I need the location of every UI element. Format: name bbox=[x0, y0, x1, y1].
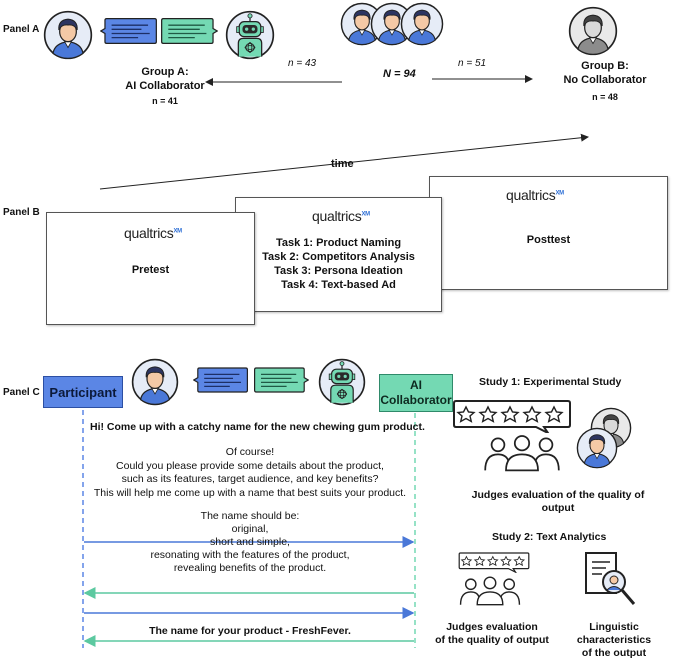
judges-group-icon bbox=[484, 435, 560, 472]
study1-caption: Judges evaluation of the quality of outp… bbox=[458, 489, 658, 515]
qualtrics-logo-mark: XM bbox=[361, 211, 370, 218]
task-item: Task 4: Text-based Ad bbox=[281, 279, 396, 291]
group-b-count: n = 48 bbox=[592, 92, 618, 102]
panel-c-label: Panel C bbox=[3, 387, 40, 398]
qualtrics-logo: qualtricsXM bbox=[506, 187, 564, 203]
participant-gray-avatar-icon bbox=[568, 6, 618, 56]
robot-icon bbox=[318, 358, 366, 406]
ai-collaborator-box: AI Collaborator bbox=[379, 374, 453, 412]
final-message: The name for your product - FreshFever. bbox=[149, 625, 351, 637]
posttest-card: qualtricsXM Posttest bbox=[429, 176, 668, 290]
right-arrow-count: n = 51 bbox=[458, 58, 487, 69]
ai-collaborator-line2: Collaborator bbox=[380, 393, 452, 407]
study1-caption-line1: Judges evaluation of the quality of bbox=[471, 489, 645, 501]
judges-group-icon bbox=[459, 576, 521, 606]
spec-line: The name should be: bbox=[200, 510, 300, 522]
ai-reply-line: Could you please provide some details ab… bbox=[116, 459, 384, 472]
participant-avatar-icon bbox=[43, 10, 93, 60]
ai-reply-line: This will help me come up with a name th… bbox=[93, 486, 407, 499]
study1-caption-line2: output bbox=[541, 502, 575, 514]
ai-collaborator-line1: AI bbox=[410, 378, 422, 392]
participant-avatar-icon bbox=[400, 2, 444, 46]
spec-line: original, bbox=[231, 523, 269, 535]
judge-avatar-icon bbox=[576, 427, 618, 469]
posttest-label: Posttest bbox=[526, 234, 571, 246]
spec-line: short and simple, bbox=[210, 536, 290, 548]
time-label: time bbox=[331, 158, 354, 170]
chat-bubble-icon bbox=[193, 367, 249, 393]
star-rating-icon bbox=[458, 552, 530, 573]
pretest-card: qualtricsXM Pretest bbox=[46, 212, 255, 325]
task-item: Task 3: Persona Ideation bbox=[274, 265, 403, 277]
spec-message: The name should be: original, short and … bbox=[86, 510, 414, 575]
group-b-title-line1: Group B: bbox=[581, 60, 629, 72]
chat-bubble-icon bbox=[100, 17, 158, 45]
tasks-card: qualtricsXM Task 1: Product Naming Task … bbox=[235, 197, 442, 312]
study1-title: Study 1: Experimental Study bbox=[479, 376, 622, 388]
pretest-label: Pretest bbox=[131, 264, 170, 276]
group-b-title-line2: No Collaborator bbox=[563, 74, 647, 86]
group-a-title-line1: Group A: bbox=[141, 66, 189, 78]
document-magnifier-icon bbox=[585, 552, 636, 605]
qualtrics-logo: qualtricsXM bbox=[124, 225, 182, 241]
qualtrics-logo-text: qualtrics bbox=[124, 225, 174, 241]
time-arrow bbox=[99, 133, 589, 190]
study2-left-caption-line1: Judges evaluation bbox=[446, 621, 538, 633]
panel-b-label: Panel B bbox=[3, 207, 40, 218]
participant-avatar-icon bbox=[131, 358, 179, 406]
qualtrics-logo: qualtricsXM bbox=[312, 208, 370, 224]
robot-icon bbox=[225, 10, 275, 60]
study2-right-caption: Linguistic characteristics of the output bbox=[552, 621, 676, 660]
study2-title: Study 2: Text Analytics bbox=[492, 531, 607, 543]
study2-right-caption-line1: Linguistic characteristics bbox=[576, 621, 652, 646]
qualtrics-logo-text: qualtrics bbox=[312, 208, 362, 224]
qualtrics-logo-mark: XM bbox=[173, 228, 182, 235]
study2-left-caption: Judges evaluation of the quality of outp… bbox=[432, 621, 552, 647]
participant-box: Participant bbox=[43, 376, 123, 408]
ai-reply-line: such as its features, target audience, a… bbox=[121, 473, 379, 485]
qualtrics-logo-text: qualtrics bbox=[506, 187, 556, 203]
group-a-count: n = 41 bbox=[152, 96, 178, 106]
study2-right-caption-line2: of the output bbox=[581, 647, 647, 659]
ai-reply-message: Of course! Could you please provide some… bbox=[86, 446, 414, 500]
left-arrow-count: n = 43 bbox=[288, 58, 317, 69]
group-b-title: Group B: No Collaborator bbox=[540, 59, 670, 87]
task-item: Task 2: Competitors Analysis bbox=[262, 251, 415, 263]
group-a-title-line2: AI Collaborator bbox=[125, 80, 205, 92]
spec-line: resonating with the features of the prod… bbox=[150, 549, 350, 561]
spec-line: revealing benefits of the product. bbox=[173, 562, 327, 574]
chat-bubble-icon bbox=[253, 367, 309, 393]
task-item: Task 1: Product Naming bbox=[275, 237, 402, 249]
study2-left-caption-line2: of the quality of output bbox=[435, 634, 549, 646]
prompt-message: Hi! Come up with a catchy name for the n… bbox=[90, 421, 425, 433]
group-a-title: Group A: AI Collaborator bbox=[100, 65, 230, 93]
chat-bubble-icon bbox=[160, 17, 218, 45]
task-list: Task 1: Product Naming Task 2: Competito… bbox=[236, 236, 441, 292]
ai-reply-line: Of course! bbox=[225, 446, 275, 458]
qualtrics-logo-mark: XM bbox=[555, 190, 564, 197]
star-rating-icon bbox=[453, 400, 571, 433]
total-count: N = 94 bbox=[383, 68, 416, 80]
panel-a-label: Panel A bbox=[3, 24, 40, 35]
